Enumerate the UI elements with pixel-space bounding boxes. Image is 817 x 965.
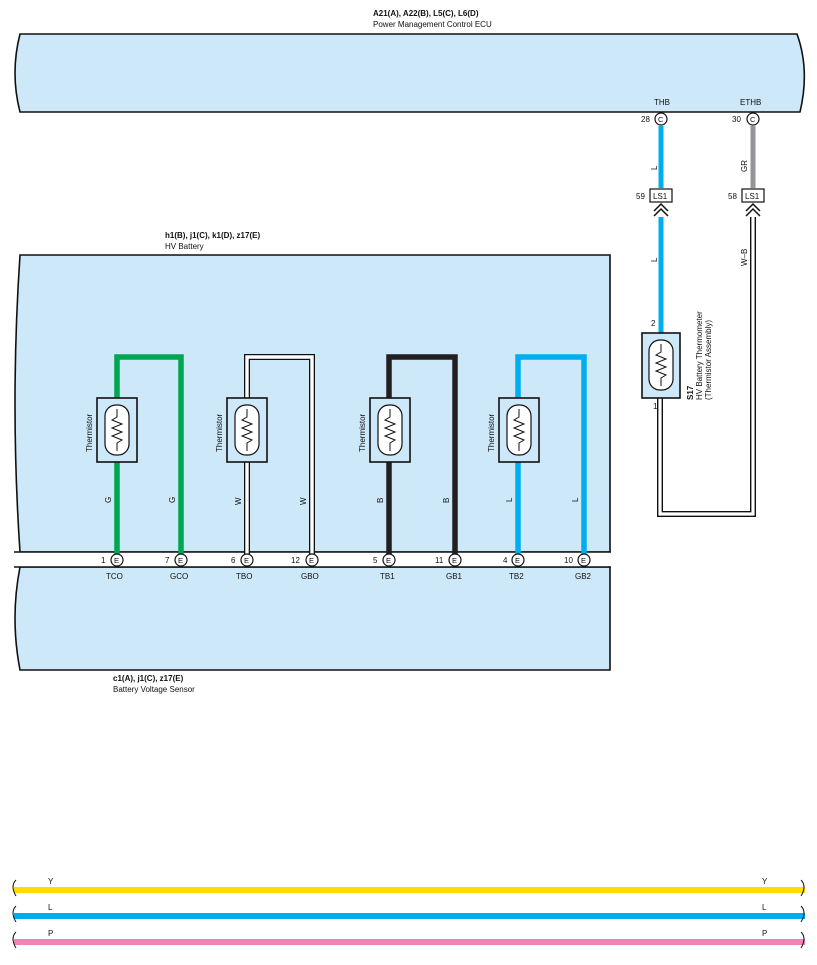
pin-connector: E xyxy=(244,556,249,565)
pin-signal: TB1 xyxy=(380,572,395,581)
ls-pin-label: 58 xyxy=(728,192,737,201)
thermistor-circuit-tb2: Thermistor L L 4 E TB2 10 E GB2 xyxy=(487,354,592,581)
pin-number: 10 xyxy=(564,556,573,565)
wire-color-label: L xyxy=(571,497,580,502)
wire-label-left: L xyxy=(48,903,53,912)
ecu-name: Power Management Control ECU xyxy=(373,20,492,29)
thermistor-circuit-tco: Thermistor G G 1 E TCO 7 E GCO xyxy=(85,354,188,581)
wire-ethb-bottom xyxy=(658,217,755,516)
pin-number: 1 xyxy=(101,556,106,565)
s17-id: S17 xyxy=(686,385,695,400)
pin-signal: GBO xyxy=(301,572,319,581)
ecu-pin-ethb: ETHB 30 C xyxy=(732,98,761,126)
voltage-sensor-name: Battery Voltage Sensor xyxy=(113,685,195,694)
pin-signal: TCO xyxy=(106,572,123,581)
pin-number: 6 xyxy=(231,556,236,565)
wire-color-label: L xyxy=(650,257,659,262)
s17-name: HV Battery Thermometer xyxy=(695,311,704,400)
thermistor-label: Thermistor xyxy=(215,413,224,452)
pin-signal-label: ETHB xyxy=(740,98,761,107)
pin-number-label: 30 xyxy=(732,115,741,124)
thermistor-label: Thermistor xyxy=(358,413,367,452)
bottom-wire-l: L L xyxy=(12,903,805,923)
pin-connector: E xyxy=(178,556,183,565)
pin-number: 7 xyxy=(165,556,170,565)
ls1-connector-58: 58 LS1 xyxy=(728,188,765,217)
pin-number: 11 xyxy=(435,556,444,565)
resistor-icon xyxy=(240,409,254,451)
pin-connector: E xyxy=(452,556,457,565)
wire-color-label: L xyxy=(650,165,659,170)
thermistor-circuit-tbo: Thermistor W W 6 E TBO 12 E GBO xyxy=(215,354,319,581)
resistor-icon xyxy=(512,409,526,451)
ecu-pin-thb: THB 28 C xyxy=(641,98,670,126)
wire-label-right: Y xyxy=(762,877,768,886)
ecu-box xyxy=(14,33,806,113)
wire-color-label: W xyxy=(299,497,308,505)
s17-thermometer: 2 1 S17 HV Battery Thermometer (Thermist… xyxy=(641,311,713,411)
pin-connector-label: C xyxy=(750,115,756,124)
ls-name-label: LS1 xyxy=(653,192,668,201)
pin-signal-label: THB xyxy=(654,98,670,107)
battery-code: h1(B), j1(C), k1(D), z17(E) xyxy=(165,231,260,240)
resistor-icon xyxy=(383,409,397,451)
bottom-wire-p: P P xyxy=(12,929,805,949)
pin-connector-label: C xyxy=(658,115,664,124)
wire-color-label: B xyxy=(442,498,451,503)
pin-connector: E xyxy=(581,556,586,565)
thermistor-circuit-tb1: Thermistor B B 5 E TB1 11 E GB1 xyxy=(358,354,463,581)
resistor-icon xyxy=(110,409,124,451)
wire-color-label: W–B xyxy=(740,249,749,266)
wire-label-right: L xyxy=(762,903,767,912)
voltage-sensor-code: c1(A), j1(C), z17(E) xyxy=(113,674,184,683)
wire-color-label: L xyxy=(505,497,514,502)
pin-number: 12 xyxy=(291,556,300,565)
wire-label-left: Y xyxy=(48,877,54,886)
connector-chevron-icon xyxy=(653,202,669,217)
connector-chevron-icon xyxy=(745,202,761,217)
pin-connector: E xyxy=(515,556,520,565)
pin-signal: GB2 xyxy=(575,572,592,581)
pin-number-label: 28 xyxy=(641,115,650,124)
pin-signal: GCO xyxy=(170,572,188,581)
pin-connector: E xyxy=(386,556,391,565)
wire-color-label: B xyxy=(376,498,385,503)
pin-signal: TBO xyxy=(236,572,252,581)
pin-connector: E xyxy=(114,556,119,565)
pin-number: 5 xyxy=(373,556,378,565)
battery-name: HV Battery xyxy=(165,242,204,251)
pin-signal: TB2 xyxy=(509,572,524,581)
s17-subname: (Thermistor Assembly) xyxy=(704,320,713,400)
ls-pin-label: 59 xyxy=(636,192,645,201)
ecu-code: A21(A), A22(B), L5(C), L6(D) xyxy=(373,9,479,18)
resistor-icon xyxy=(654,344,668,386)
pin-connector: E xyxy=(309,556,314,565)
thermistor-label: Thermistor xyxy=(487,413,496,452)
voltage-sensor-box xyxy=(14,566,611,671)
ls-name-label: LS1 xyxy=(745,192,760,201)
wire-label-left: P xyxy=(48,929,53,938)
wire-label-right: P xyxy=(762,929,767,938)
bottom-wire-y: Y Y xyxy=(12,877,805,897)
thermistor-label: Thermistor xyxy=(85,413,94,452)
s17-pin-bottom: 1 xyxy=(653,402,658,411)
wire-color-label: W xyxy=(234,497,243,505)
ls1-connector-59: 59 LS1 xyxy=(636,188,673,217)
pin-signal: GB1 xyxy=(446,572,463,581)
wire-color-label: GR xyxy=(740,160,749,172)
pin-number: 4 xyxy=(503,556,508,565)
s17-pin-top: 2 xyxy=(651,319,656,328)
wire-color-label: G xyxy=(104,497,113,503)
wire-color-label: G xyxy=(168,497,177,503)
